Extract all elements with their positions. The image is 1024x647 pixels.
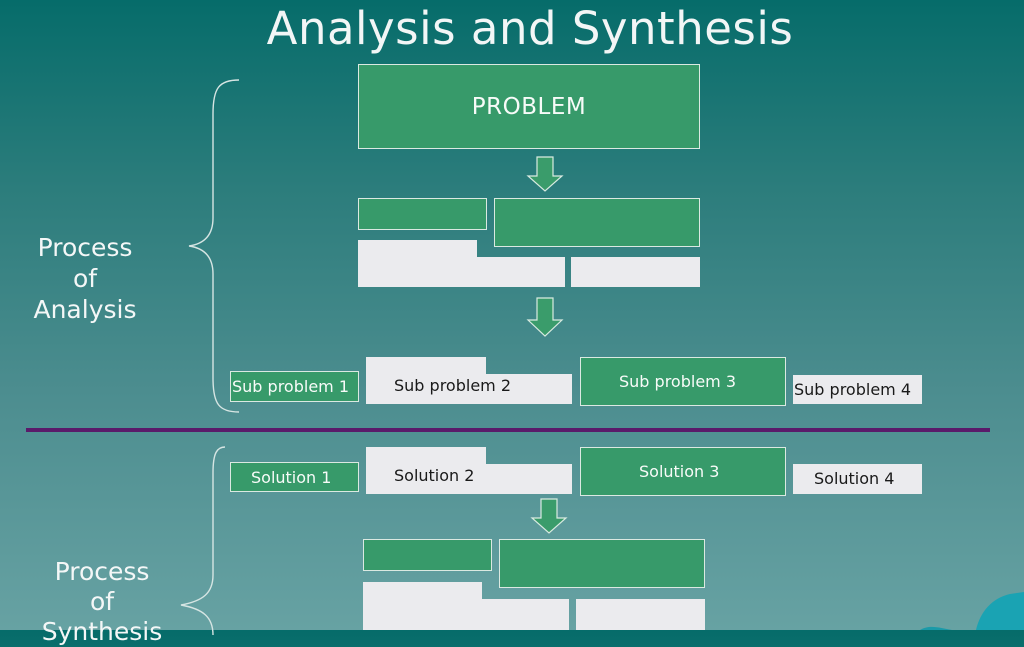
analysis-block-left [358, 198, 487, 230]
analysis-brace [188, 79, 240, 413]
problem-label: PROBLEM [471, 94, 587, 120]
analysis-label-line-2: of [72, 264, 98, 293]
sub-problem-4-label: Sub problem 4 [794, 380, 912, 399]
synthesis-grey-block-left [363, 582, 569, 630]
analysis-grey-block-right [571, 257, 700, 287]
solution-1-label: Solution 1 [251, 468, 332, 487]
solution-2-label: Solution 2 [394, 466, 475, 485]
slide-title: Analysis and Synthesis [266, 2, 794, 55]
sub-problem-3-box: Sub problem 3 [580, 357, 786, 406]
synthesis-label-line-1: Process [54, 557, 150, 586]
solution-3-box: Solution 3 [580, 447, 786, 496]
solution-4-label: Solution 4 [814, 469, 895, 488]
analysis-label-line-1: Process [37, 233, 133, 262]
sub-problem-2-box [366, 357, 572, 404]
solution-2-box [366, 447, 572, 494]
down-arrow-icon [530, 498, 568, 534]
synthesis-label-line-3: Synthesis [41, 617, 163, 646]
synthesis-label-line-2: of [89, 587, 115, 616]
synthesis-block-left [363, 539, 492, 571]
sub-problem-1-box: Sub problem 1 [230, 371, 359, 402]
solution-1-box: Solution 1 [230, 462, 359, 492]
synthesis-side-label: Process of Synthesis [37, 557, 167, 647]
section-divider [26, 428, 990, 432]
analysis-label-line-3: Analysis [33, 295, 137, 324]
synthesis-brace [180, 446, 226, 636]
decorative-corner-shape [920, 592, 1024, 630]
sub-problem-1-label: Sub problem 1 [232, 377, 350, 396]
problem-box: PROBLEM [358, 64, 700, 149]
sub-problem-4-box: Sub problem 4 [793, 375, 922, 404]
analysis-block-right [494, 198, 700, 247]
down-arrow-icon [526, 297, 564, 337]
analysis-side-label: Process of Analysis [20, 232, 150, 325]
analysis-grey-block-left [358, 240, 565, 287]
solution-4-box: Solution 4 [793, 464, 922, 494]
sub-problem-3-label: Sub problem 3 [619, 372, 737, 391]
solution-3-label: Solution 3 [639, 462, 720, 481]
sub-problem-2-label: Sub problem 2 [394, 376, 512, 395]
synthesis-block-right [499, 539, 705, 588]
down-arrow-icon [526, 156, 564, 192]
synthesis-grey-block-right [576, 599, 705, 630]
